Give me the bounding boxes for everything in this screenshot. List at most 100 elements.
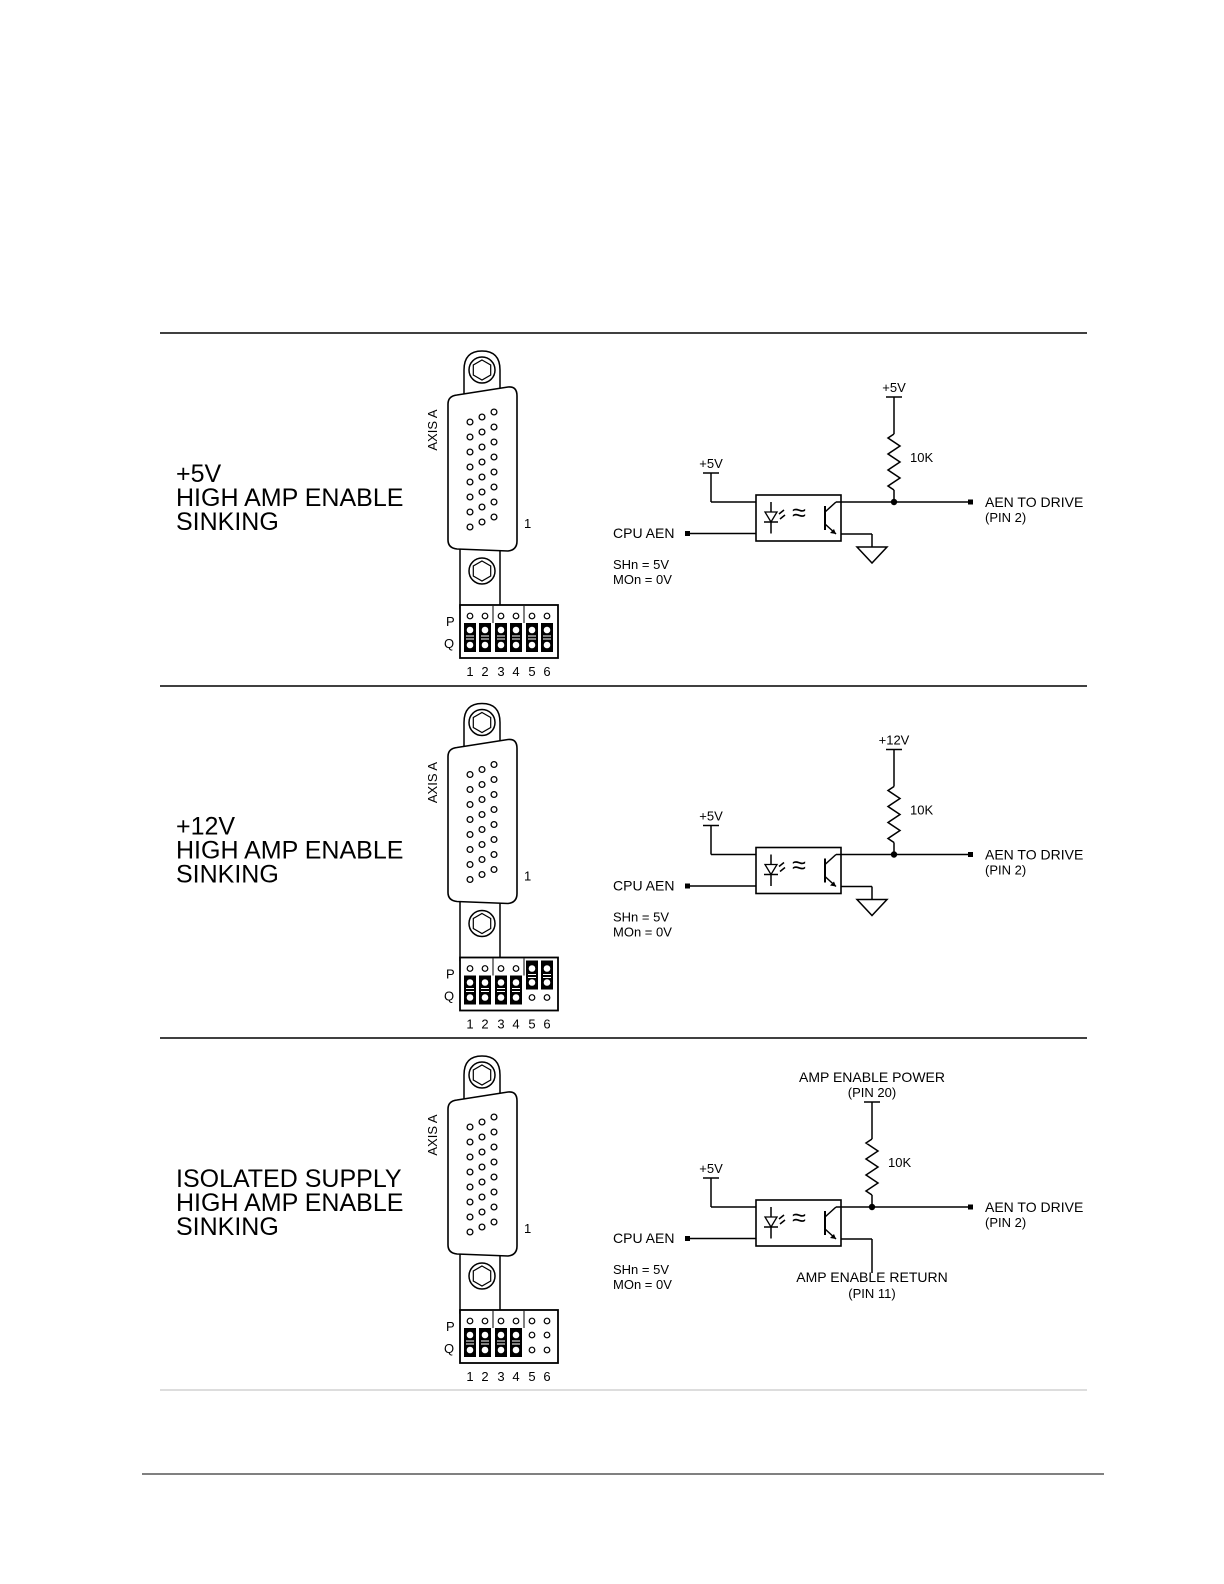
connector-pin [478, 825, 486, 834]
connector-pin [466, 433, 474, 441]
jumper-col-label: 5 [528, 664, 535, 679]
header-pin [466, 965, 474, 972]
panel-title-line: SINKING [176, 1213, 279, 1241]
connector-pin [478, 780, 486, 789]
connector-axis-label: AXIS A [425, 1114, 440, 1156]
connector-pin [466, 523, 474, 531]
jumper-row-label-p: P [446, 1319, 455, 1334]
connector-pin [466, 448, 474, 456]
connector-pin [466, 800, 474, 809]
panel-title-line: HIGH AMP ENABLE [176, 1189, 403, 1217]
connector-pin [490, 453, 498, 461]
note-line: MOn = 0V [613, 1277, 672, 1292]
jumper-row-label-q: Q [444, 636, 454, 651]
connector-pin [490, 438, 498, 446]
connector-shell [447, 386, 518, 552]
jumper-col-label: 6 [543, 1369, 550, 1384]
connector-pin [478, 1178, 486, 1186]
top-screw-nut [472, 711, 492, 734]
opto-schematic [685, 748, 973, 917]
led-diode-icon [763, 863, 779, 876]
return-label: AMP ENABLE RETURN [796, 1269, 947, 1285]
bottom-screw-nut [472, 1265, 492, 1287]
led-emission-mark [779, 1219, 786, 1225]
pullup-label: AMP ENABLE POWER [799, 1069, 945, 1085]
connector-pin [478, 1133, 486, 1141]
connector-pin [466, 1153, 474, 1161]
led-emission-mark [778, 1214, 785, 1220]
header-pin [497, 612, 505, 620]
pullup-label-pin: (PIN 20) [848, 1085, 896, 1100]
connector-pin [490, 1218, 498, 1226]
led-emission-mark [779, 514, 786, 520]
emitter-arrow-icon [830, 529, 836, 534]
emitter-arrow-icon [830, 1234, 836, 1239]
bottom-screw-nut [472, 912, 492, 935]
bottom-screw-nut [472, 560, 492, 582]
pin-one-label: 1 [524, 1221, 531, 1236]
connector-pin [466, 418, 474, 426]
panel-title-line: ISOLATED SUPPLY [176, 1165, 402, 1193]
connector-pin [478, 518, 486, 526]
note-line: MOn = 0V [613, 925, 672, 940]
input-terminal [685, 531, 690, 536]
connector-pin [466, 1138, 474, 1146]
panel-title-line: +5V [176, 460, 222, 488]
jumper-header-frame [459, 1309, 559, 1364]
connector-pin [466, 875, 474, 884]
header-pin [497, 1317, 505, 1325]
jumper-row-label-p: P [446, 967, 455, 982]
connector-pin [490, 1173, 498, 1181]
panel-title-line: HIGH AMP ENABLE [176, 837, 403, 865]
connector-pin [478, 870, 486, 879]
header-pin [481, 965, 489, 972]
jumper-col-label: 2 [481, 1369, 488, 1384]
panel-title-line: HIGH AMP ENABLE [176, 484, 403, 512]
optical-coupling-icon: ≈ [792, 499, 806, 527]
connector-pin [466, 1198, 474, 1206]
input-label-cpu-aen: CPU AEN [613, 878, 674, 894]
connector-pin [490, 468, 498, 476]
header-pin [528, 994, 536, 1001]
header-pin [481, 1331, 489, 1339]
connector-pin [466, 785, 474, 794]
connector-pin [490, 483, 498, 491]
ground-icon [855, 546, 889, 565]
pullup-label: +5V [882, 380, 906, 395]
jumper-header [459, 956, 559, 1012]
pullup-label: +12V [879, 733, 910, 748]
note-line: SHn = 5V [613, 557, 669, 572]
header-pin [466, 1317, 474, 1325]
opto-schematic [685, 396, 973, 565]
connector-pin [466, 770, 474, 779]
connector-pin [478, 1208, 486, 1216]
connector-pin [466, 508, 474, 516]
resistor-label: 10K [910, 803, 933, 818]
resistor-10k-icon [886, 785, 902, 844]
connector-pin [478, 473, 486, 481]
output-label: AEN TO DRIVE [985, 847, 1083, 863]
transistor-collector [824, 853, 837, 866]
connector-pin [478, 413, 486, 421]
header-pin [528, 979, 536, 986]
top-screw-nut [472, 1064, 492, 1086]
header-pin [528, 1346, 536, 1354]
input-terminal [685, 1236, 690, 1241]
connector-pin [466, 815, 474, 824]
connector-pin [478, 810, 486, 819]
note-line: SHn = 5V [613, 1262, 669, 1277]
output-label-pin: (PIN 2) [985, 510, 1026, 525]
header-pin [497, 1331, 505, 1339]
db-connector [447, 702, 518, 962]
header-pin [528, 1317, 536, 1325]
connector-pin [490, 408, 498, 416]
connector-pin [490, 865, 498, 874]
connector-pin [490, 423, 498, 431]
header-pin [512, 1331, 520, 1339]
header-pin [466, 641, 474, 649]
header-pin [512, 965, 520, 972]
jumper-row-label-q: Q [444, 1341, 454, 1356]
connector-pin [478, 428, 486, 436]
jumper-col-label: 6 [543, 664, 550, 679]
